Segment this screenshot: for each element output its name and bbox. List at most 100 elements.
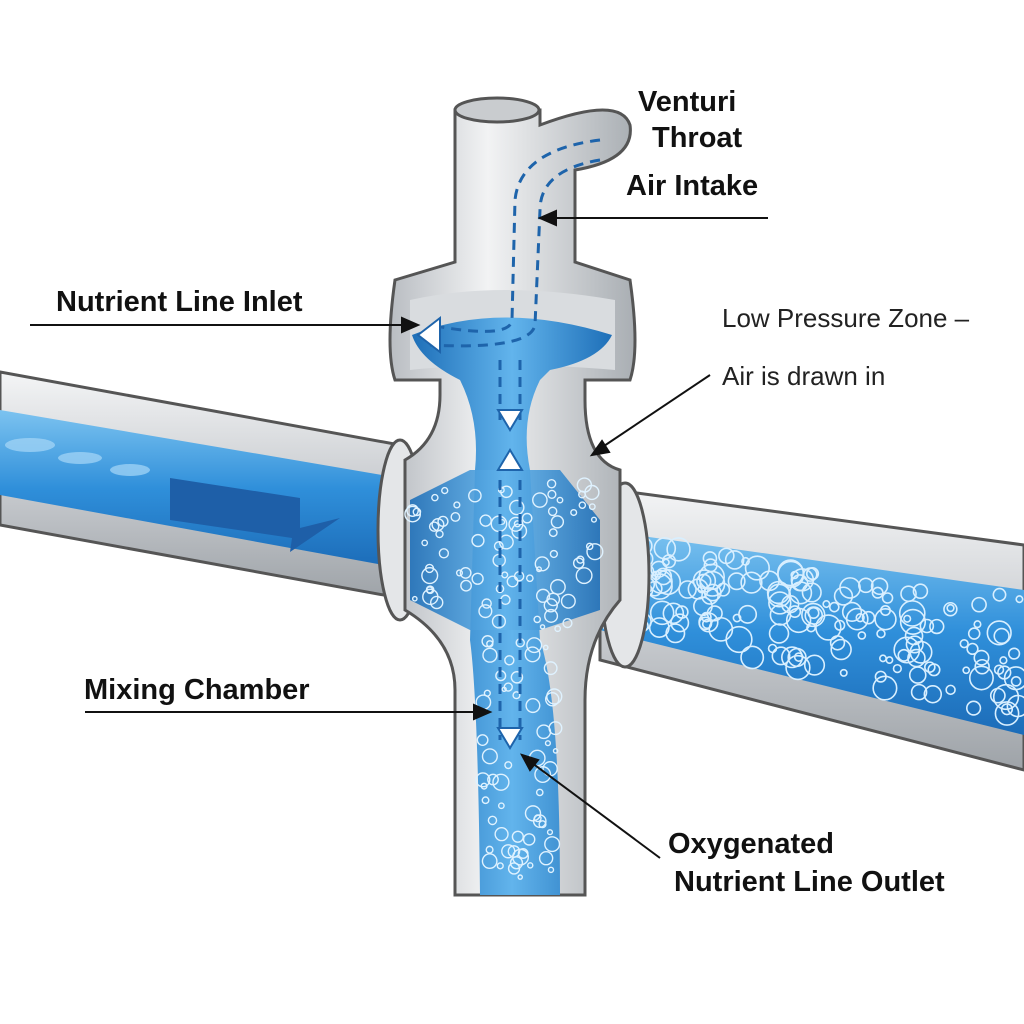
- label-mixing-chamber: Mixing Chamber: [84, 674, 310, 706]
- bubble: [892, 663, 902, 674]
- bubble: [675, 605, 689, 619]
- bubble: [993, 664, 1005, 675]
- bubble: [909, 640, 933, 664]
- bubble: [481, 748, 498, 765]
- bubble: [785, 654, 811, 681]
- bubble: [974, 658, 990, 675]
- bubble: [534, 556, 550, 572]
- bubble: [524, 646, 541, 663]
- bubble: [552, 748, 559, 754]
- bubble: [536, 566, 542, 573]
- bubble: [962, 666, 971, 675]
- bubble: [727, 572, 746, 591]
- bubble: [785, 607, 812, 634]
- bubble: [804, 606, 824, 625]
- down-arrow-icon: [496, 409, 524, 432]
- bubble: [662, 602, 685, 625]
- bubble: [421, 539, 429, 547]
- bubble: [874, 608, 897, 631]
- bubble: [453, 501, 461, 509]
- bubble: [870, 577, 889, 596]
- bubble: [543, 598, 558, 613]
- outlet-pipe: [598, 486, 1024, 772]
- bubble: [475, 772, 491, 788]
- bubble: [699, 570, 726, 597]
- bubble: [546, 478, 557, 489]
- bubble: [881, 592, 894, 604]
- bubble: [546, 829, 554, 836]
- bubble: [487, 815, 498, 826]
- bubble: [959, 638, 969, 649]
- bubble: [903, 614, 912, 623]
- bubble: [534, 766, 552, 784]
- bubble: [872, 675, 898, 701]
- bubble: [476, 734, 489, 746]
- bubble: [506, 575, 519, 588]
- bubble: [512, 691, 521, 700]
- bubble: [428, 521, 440, 532]
- bubble: [923, 684, 943, 704]
- bubble: [912, 583, 929, 599]
- bubble: [421, 566, 439, 585]
- bubble: [422, 588, 439, 606]
- bubble: [924, 661, 936, 673]
- arrowhead-icon: [473, 703, 493, 721]
- bubble: [994, 701, 1020, 726]
- bubble: [908, 666, 927, 684]
- arrowhead-icon: [589, 439, 611, 457]
- bubble: [744, 555, 770, 581]
- label-nutrient-inlet: Nutrient Line Inlet: [56, 286, 303, 318]
- bubble: [678, 580, 697, 599]
- bubble: [542, 644, 549, 651]
- bubble: [666, 537, 691, 562]
- bubble: [968, 665, 994, 691]
- bubble: [905, 635, 924, 654]
- bubble: [544, 608, 559, 623]
- bubble: [501, 571, 509, 579]
- bubble: [481, 853, 498, 870]
- bubble: [560, 593, 576, 609]
- bubble: [649, 600, 675, 626]
- label-outlet: Nutrient Line Outlet: [674, 866, 945, 898]
- bubble: [521, 512, 533, 524]
- bubble: [547, 866, 555, 874]
- bubble: [501, 844, 516, 859]
- label-air-drawn: Air is drawn in: [722, 361, 886, 391]
- bubble: [491, 614, 507, 629]
- bubble: [510, 671, 524, 684]
- bubble: [517, 848, 529, 859]
- bubble: [971, 596, 987, 613]
- bubble: [993, 627, 1010, 645]
- bubble: [973, 620, 982, 629]
- bubble: [481, 796, 490, 805]
- bubble: [900, 585, 917, 603]
- bubble: [526, 637, 543, 654]
- bubble: [538, 850, 554, 866]
- bubble: [578, 501, 587, 509]
- bubble: [839, 668, 848, 677]
- bubble: [803, 654, 826, 676]
- bubble: [919, 618, 935, 634]
- bubble: [478, 604, 493, 619]
- arrowhead-icon: [519, 753, 540, 772]
- bubble: [670, 613, 690, 633]
- bubble: [481, 598, 492, 609]
- bubble: [776, 559, 805, 587]
- bubble: [943, 601, 958, 617]
- bubble: [893, 636, 921, 664]
- bubble: [459, 566, 472, 579]
- bubble: [507, 862, 521, 875]
- bubble: [539, 624, 546, 630]
- bubble: [899, 608, 927, 635]
- bubble: [412, 507, 422, 517]
- bubble: [946, 603, 955, 613]
- bubble: [830, 638, 852, 661]
- bubble: [999, 656, 1008, 665]
- bubble: [487, 773, 499, 786]
- bubble: [483, 689, 491, 697]
- bubble: [741, 556, 750, 566]
- flow-arrow-icon: [170, 478, 340, 552]
- bubble: [509, 856, 524, 870]
- bubble: [525, 574, 534, 583]
- bubble: [494, 827, 509, 842]
